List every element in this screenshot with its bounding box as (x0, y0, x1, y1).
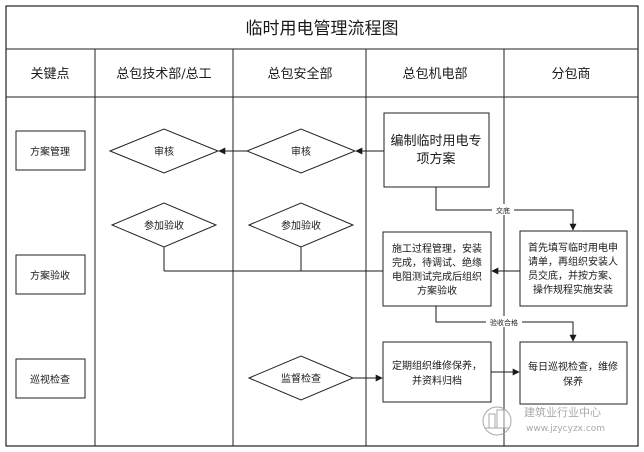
mep-maintain-box: 定期组织维修保养， 并资料归档 (382, 341, 492, 403)
safety-review-diamond: 审核 (245, 128, 357, 174)
svg-text:首先填写临时用电申: 首先填写临时用电申 (528, 241, 618, 254)
svg-text:编制临时用电专: 编制临时用电专 (390, 134, 481, 149)
column-header: 总包技术部/总工 (116, 67, 211, 82)
svg-text:施工过程管理，安装: 施工过程管理，安装 (392, 242, 482, 255)
key-point-patrol-inspection: 巡视检查 (15, 358, 86, 399)
accepted-label: 验收合格 (490, 318, 518, 327)
sub-inspect-box: 每日巡视检查，维修 保养 (519, 341, 628, 405)
mep-plan-box: 编制临时用电专 项方案 (383, 112, 490, 188)
key-point-label: 方案验收 (30, 269, 70, 282)
svg-text:操作规程实施安装: 操作规程实施安装 (533, 283, 613, 296)
tech-review-diamond: 审核 (108, 128, 220, 174)
column-header: 总包机电部 (402, 67, 467, 82)
watermark-text: 建筑业行业中心 (524, 405, 601, 419)
outer-frame (5, 5, 639, 447)
key-point-label: 巡视检查 (30, 373, 70, 386)
svg-text:请单，再组织安装人: 请单，再组织安装人 (528, 255, 618, 268)
key-point-label: 方案管理 (30, 145, 70, 158)
svg-text:每日巡视检查，维修: 每日巡视检查，维修 (528, 360, 618, 373)
key-point-plan-management: 方案管理 (15, 130, 86, 171)
label-bg (486, 316, 522, 327)
label-bg (492, 204, 514, 215)
svg-text:定期组织维修保养，: 定期组织维修保养， (392, 359, 482, 372)
svg-text:并资料归档: 并资料归档 (412, 374, 462, 387)
safety-accept-diamond: 参加验收 (247, 202, 355, 248)
svg-text:项方案: 项方案 (416, 151, 455, 167)
svg-text:保养: 保养 (563, 375, 583, 388)
tech-accept-diamond: 参加验收 (110, 202, 218, 248)
building-logo-icon (482, 406, 512, 436)
svg-text:完成，待调试、绝缘: 完成，待调试、绝缘 (392, 256, 482, 269)
svg-text:审核: 审核 (154, 145, 174, 158)
column-header: 关键点 (30, 67, 69, 82)
svg-text:参加验收: 参加验收 (281, 219, 321, 232)
watermark: 建筑业行业中心 www.jzycyzx.com (482, 405, 605, 436)
watermark-url: www.jzycyzx.com (526, 424, 605, 434)
handover-label: 交底 (496, 206, 510, 215)
column-header: 分包商 (551, 67, 590, 82)
svg-text:方案验收: 方案验收 (417, 284, 457, 297)
svg-text:参加验收: 参加验收 (144, 219, 184, 232)
key-point-plan-acceptance: 方案验收 (15, 254, 86, 295)
sub-apply-box: 首先填写临时用电申 请单，再组织安装人 员交底，并按方案、 操作规程实施安装 (519, 230, 628, 307)
column-header: 总包安全部 (267, 66, 332, 82)
svg-text:审核: 审核 (291, 145, 311, 158)
diagram-title: 临时用电管理流程图 (246, 19, 399, 39)
svg-text:电阻测试完成后组织: 电阻测试完成后组织 (392, 270, 482, 283)
svg-text:员交底，并按方案、: 员交底，并按方案、 (528, 269, 618, 282)
safety-supervise-diamond: 监督检查 (247, 355, 355, 401)
mep-process-box: 施工过程管理，安装 完成，待调试、绝缘 电阻测试完成后组织 方案验收 (382, 231, 492, 307)
svg-text:监督检查: 监督检查 (281, 372, 321, 385)
